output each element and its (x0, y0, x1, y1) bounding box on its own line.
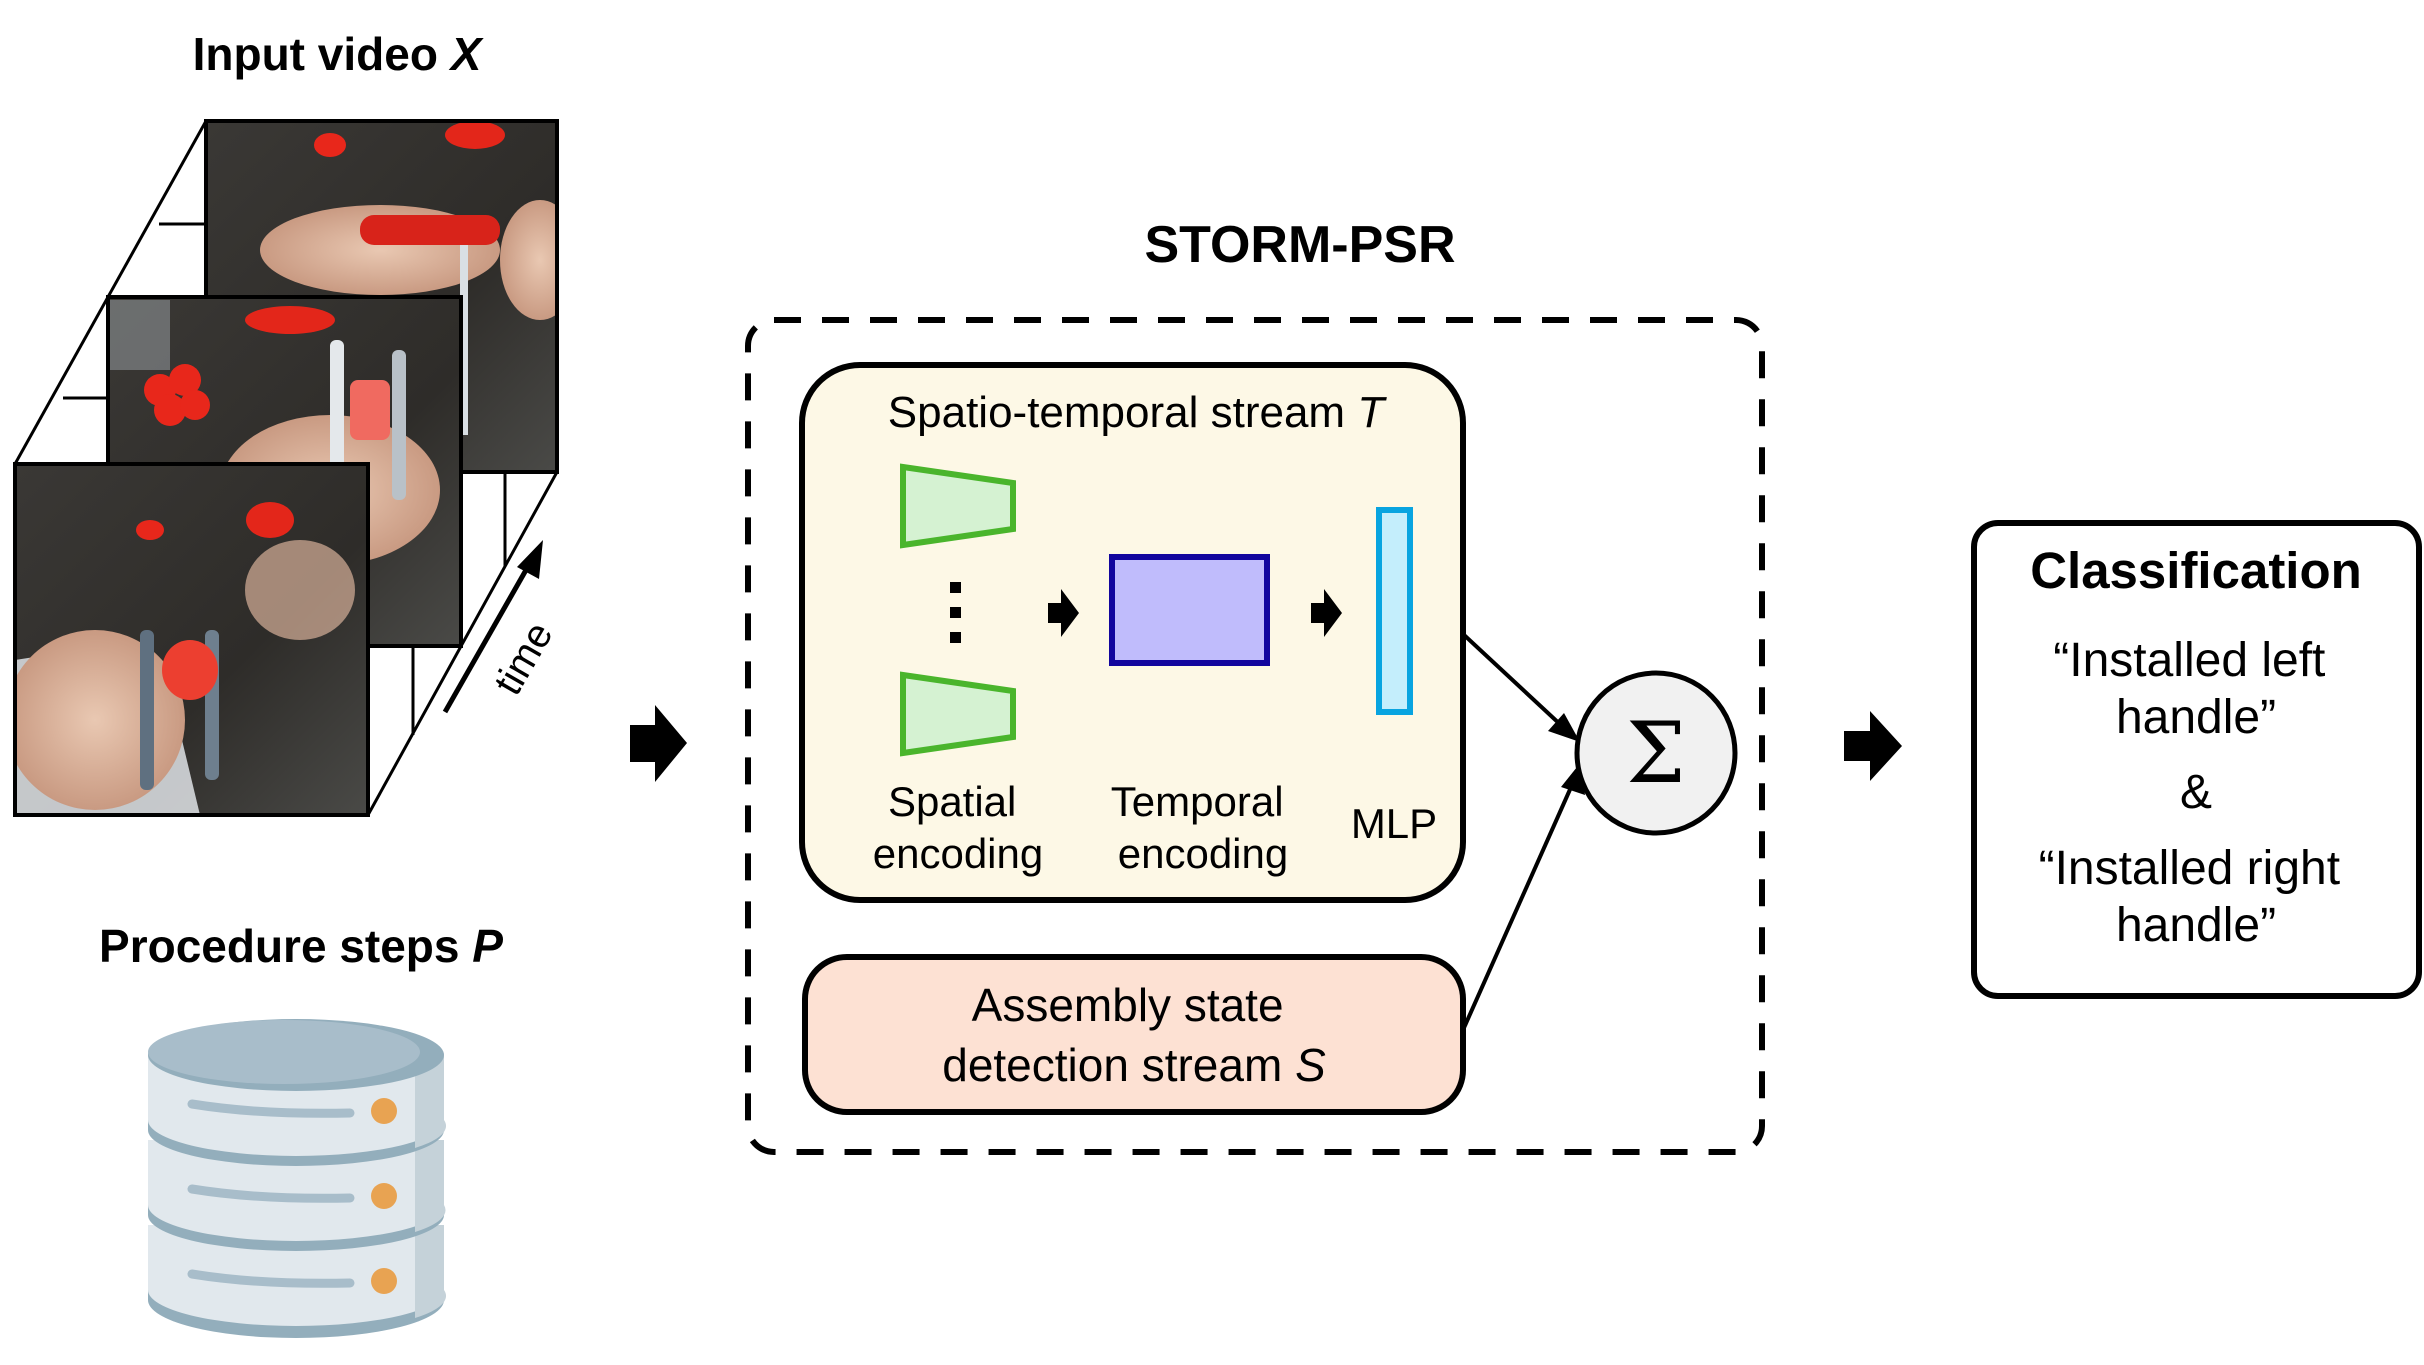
sigma-icon: Σ (1626, 704, 1685, 802)
procedure-steps-title: Procedure steps P (99, 920, 503, 972)
svg-text:Assembly state detection: Assembly state detection stream S (942, 979, 1326, 1091)
model-title: STORM-PSR (1144, 216, 1455, 274)
mlp-block (1376, 507, 1413, 715)
classification-box: Classification “Installed left handle” &… (1971, 520, 2422, 999)
assembly-state-stream: Assembly state detection stream S (802, 954, 1466, 1115)
assembly-stream-line2: detection stream S (942, 1039, 1326, 1091)
mlp-label: MLP (1351, 800, 1437, 847)
classification-title: Classification (2030, 542, 2362, 599)
arrow-to-model-icon (630, 705, 687, 782)
spatial-encoder-top (900, 463, 1016, 549)
sum-fusion-node: Σ (1574, 670, 1738, 836)
classification-conjunction: & (2180, 766, 2212, 819)
temporal-encoding-label: Temporal encoding (1111, 778, 1295, 877)
database-icon (148, 1019, 447, 1338)
spatio-temporal-stream: Spatio-temporal stream T Spatial encodin… (799, 362, 1466, 903)
spatio-temporal-stream-title: Spatio-temporal stream T (888, 388, 1388, 437)
ellipsis-icon (950, 582, 961, 643)
arrow-to-classification-icon (1844, 711, 1902, 781)
classification-result-1: “Installed left handle” (2053, 634, 2338, 744)
assembly-stream-line1: Assembly state (972, 979, 1284, 1031)
model-boundary (745, 317, 1765, 1155)
spatial-encoder-bottom (900, 671, 1016, 757)
temporal-encoder (1109, 554, 1270, 666)
fusion-connectors (1461, 632, 1585, 1031)
arrow-spatial-to-temporal-icon (1048, 589, 1079, 637)
classification-result-2: “Installed right handle” (2039, 842, 2354, 952)
video-frame-1 (13, 462, 370, 817)
time-arrow (442, 540, 543, 714)
time-label: time (486, 615, 562, 702)
input-video-title: Input video X (193, 28, 484, 80)
arrow-temporal-to-mlp-icon (1311, 589, 1342, 637)
spatial-encoding-label: Spatial encoding (873, 778, 1043, 877)
